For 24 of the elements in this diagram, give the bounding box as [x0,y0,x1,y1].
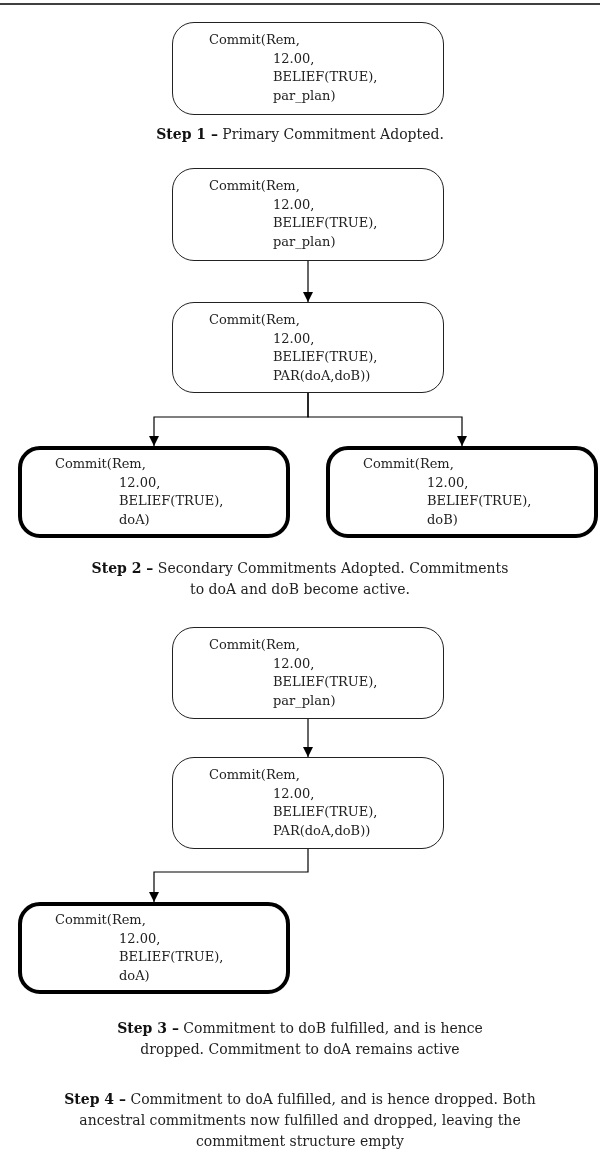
arrow [307,392,467,447]
commitment-text: Commit(Rem, 12.00, BELIEF(TRUE), PAR(doA,doB)) [209,311,379,385]
commitment-text: Commit(Rem, 12.00, BELIEF(TRUE), par_plan) [209,177,379,251]
commitment-box [172,168,444,261]
arrow [303,718,313,758]
commitment-box [172,302,444,393]
commitment-text: Commit(Rem, 12.00, BELIEF(TRUE), PAR(doA,doB)) [209,766,379,840]
step-caption: Step 2 – Secondary Commitments Adopted. Commitments to doA and doB become active. [90,559,510,599]
step-caption: Step 1 – Primary Commitment Adopted. [155,125,445,144]
arrow [149,848,309,903]
commitment-box [172,22,444,115]
commitment-text: Commit(Rem, 12.00, BELIEF(TRUE), par_plan) [209,636,379,710]
step-caption: Step 3 – Commitment to doB fulfilled, and is hence dropped. Commitment to doA remains active [116,1019,484,1059]
commitment-box [172,627,444,719]
commitment-box [172,757,444,849]
commitment-box [326,446,598,538]
arrow [303,260,313,303]
commitment-box [18,902,290,994]
commitment-box [18,446,290,538]
commitment-text: Commit(Rem, 12.00, BELIEF(TRUE), doB) [363,455,533,529]
step-caption: Step 4 – Commitment to doA fulfilled, and is hence dropped. Both ancestral commitments now fulfilled and dropped, leaving the commitment structure empty [63,1090,537,1151]
commitment-text: Commit(Rem, 12.00, BELIEF(TRUE), doA) [55,455,225,529]
commitment-text: Commit(Rem, 12.00, BELIEF(TRUE), doA) [55,911,225,985]
commitment-text: Commit(Rem, 12.00, BELIEF(TRUE), par_plan) [209,31,379,105]
